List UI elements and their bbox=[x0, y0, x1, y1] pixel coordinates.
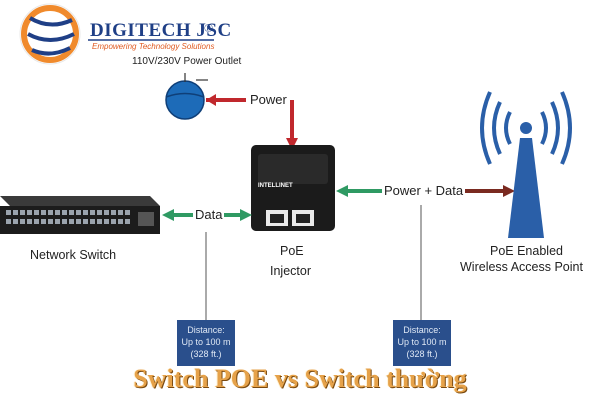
brand-tagline: Empowering Technology Solutions bbox=[92, 42, 215, 51]
network-switch-icon bbox=[0, 196, 160, 234]
distance-box-right-line3: (328 ft.) bbox=[406, 349, 438, 359]
distance-box-left-line3: (328 ft.) bbox=[190, 349, 222, 359]
power-data-label: Power + Data bbox=[382, 183, 466, 198]
distance-box-right-line2: Up to 100 m bbox=[397, 337, 447, 347]
injector-label-line2: Injector bbox=[270, 264, 311, 278]
registered-mark: ® bbox=[204, 21, 214, 35]
switch-label: Network Switch bbox=[30, 248, 117, 262]
footer-title: Switch POE vs Switch thường bbox=[133, 364, 467, 393]
distance-box-right: Distance: Up to 100 m (328 ft.) bbox=[393, 320, 451, 366]
power-label: Power bbox=[250, 92, 287, 107]
digitech-logo-icon bbox=[19, 3, 81, 65]
distance-box-left-line1: Distance: bbox=[187, 325, 225, 335]
access-point-icon bbox=[480, 91, 572, 238]
injector-label-line1: PoE bbox=[280, 244, 304, 258]
distance-box-right-line1: Distance: bbox=[403, 325, 441, 335]
poe-injector-icon bbox=[251, 145, 335, 231]
distance-box-left: Distance: Up to 100 m (328 ft.) bbox=[177, 320, 235, 366]
distance-box-left-line2: Up to 100 m bbox=[181, 337, 231, 347]
outlet-label: 110V/230V Power Outlet bbox=[132, 56, 242, 67]
brand-name: DIGITECH JSC bbox=[90, 20, 232, 41]
power-outlet-icon bbox=[165, 73, 208, 120]
ap-label-line2: Wireless Access Point bbox=[460, 260, 583, 274]
power-arrow bbox=[206, 94, 298, 150]
ap-label-line1: PoE Enabled bbox=[490, 244, 563, 258]
data-label: Data bbox=[193, 207, 225, 222]
injector-brand: INTELLINET bbox=[258, 183, 293, 189]
